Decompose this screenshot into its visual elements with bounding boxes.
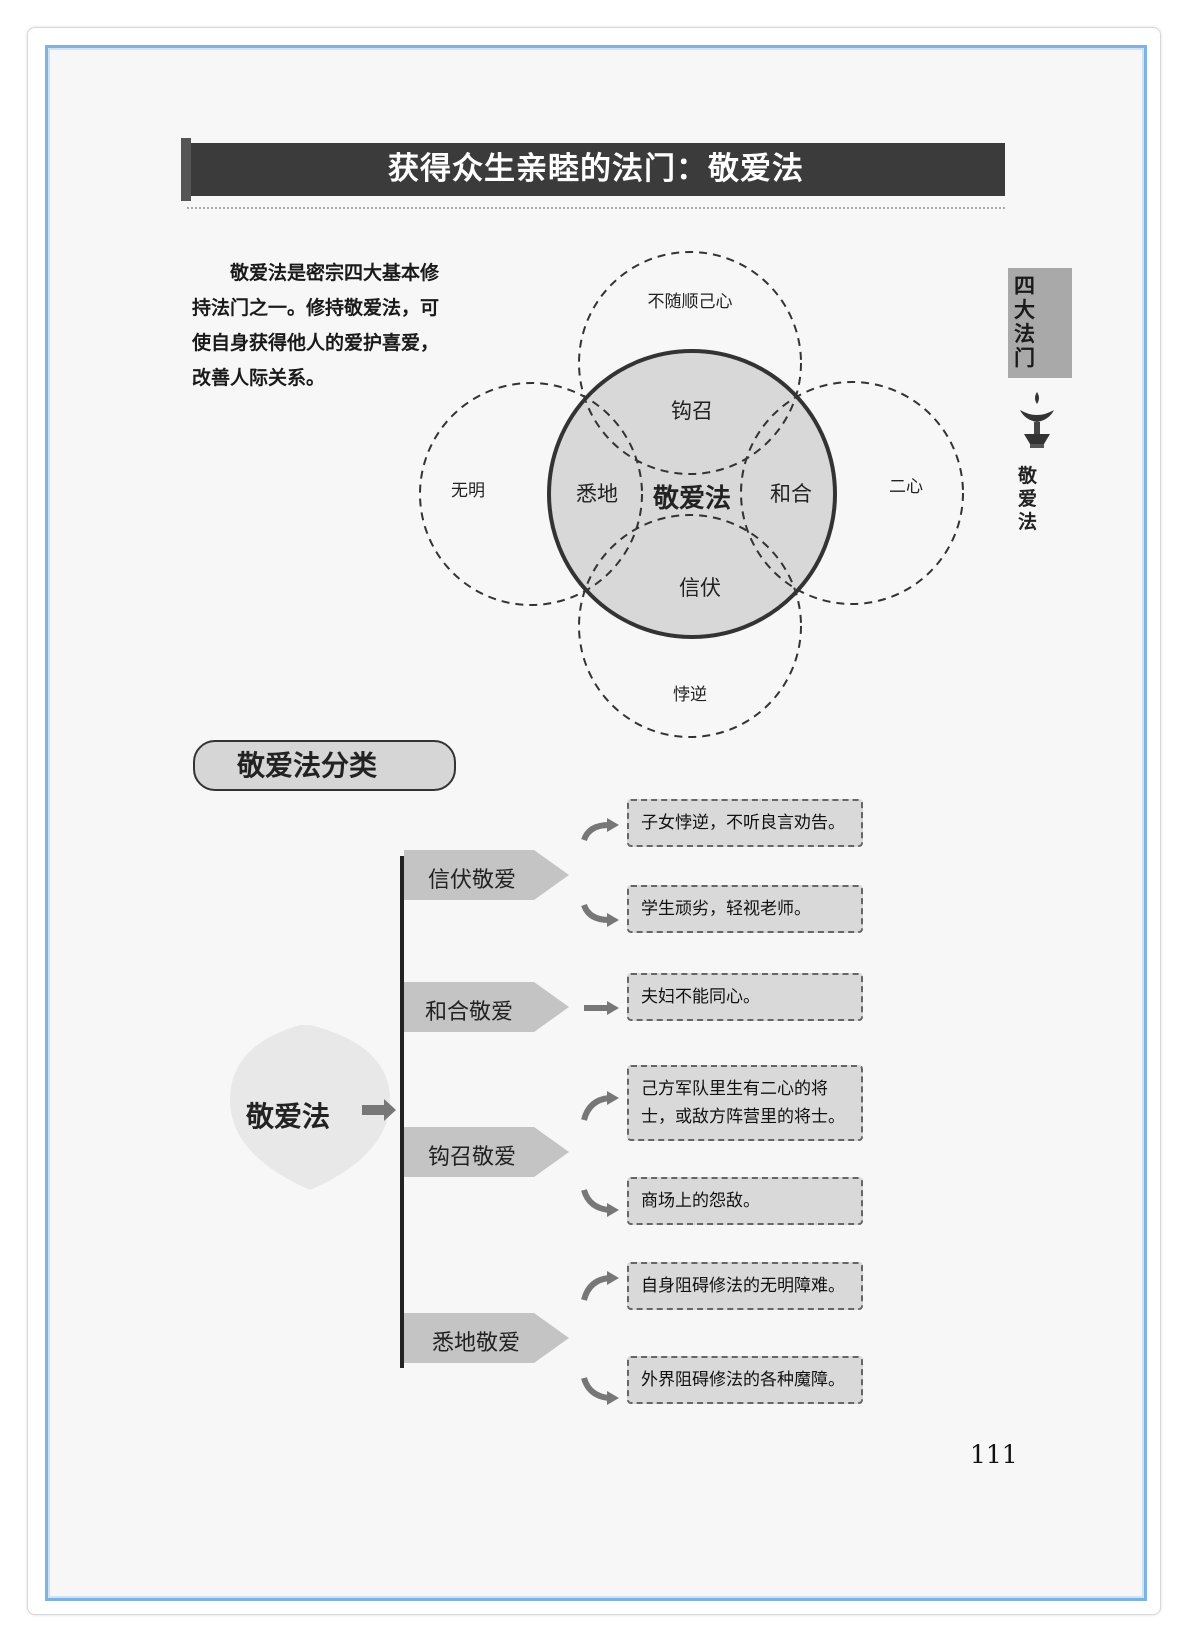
diagram-top-inner: 钩召 [671, 399, 713, 423]
item-box-5: 商场上的怨敌。 [627, 1177, 863, 1225]
root-arrow [362, 1099, 396, 1121]
item-box-3: 夫妇不能同心。 [627, 973, 863, 1021]
outer-circle-right [740, 381, 964, 605]
diagram-bottom-inner: 信伏 [679, 576, 721, 600]
category-label-2: 和合敬爱 [425, 1000, 514, 1025]
lamp-icon [1020, 392, 1054, 448]
category-shape-1 [404, 850, 569, 900]
category-shape-2 [404, 982, 569, 1032]
title-divider [187, 207, 1005, 209]
section-heading: 敬爱法分类 [193, 740, 456, 791]
intro-paragraph: 敬爱法是密宗四大基本修持法门之一。修持敬爱法，可使自身获得他人的爱护喜爱，改善人… [192, 262, 440, 389]
category-shape-4 [404, 1313, 569, 1363]
root-shape [230, 1025, 390, 1190]
diagram-bottom-outer: 悖逆 [673, 685, 707, 705]
diagram-top-outer: 不随顺己心 [648, 292, 733, 312]
item-box-1: 子女悖逆，不听良言劝告。 [627, 799, 863, 847]
item-box-4: 己方军队里生有二心的将士，或敌方阵营里的将士。 [627, 1065, 863, 1141]
side-chapter-tab: 四大法门 [1008, 268, 1072, 378]
connector-arrowheads [607, 818, 619, 1405]
item-box-6: 自身阻碍修法的无明障难。 [627, 1262, 863, 1310]
item-box-7: 外界阻碍修法的各种魔障。 [627, 1356, 863, 1404]
category-label-3: 钩召敬爱 [428, 1145, 517, 1170]
center-circle [547, 349, 837, 639]
page-title: 获得众生亲睦的法门：敬爱法 [181, 138, 1005, 201]
category-label-4: 悉地敬爱 [432, 1331, 521, 1356]
page-number: 111 [970, 1440, 1018, 1469]
connector-arrows [581, 822, 610, 1401]
side-tab-label: 四大法门 [1014, 274, 1035, 370]
diagram-center: 敬爱法 [652, 484, 731, 514]
category-shape-3 [404, 1127, 569, 1177]
diagram-right-outer: 二心 [889, 477, 923, 497]
side-section-title: 敬爱法 [1018, 465, 1038, 533]
diagram-left-outer: 无明 [451, 481, 485, 501]
diagram-left-inner: 悉地 [576, 482, 618, 506]
tree-root-label: 敬爱法 [246, 1100, 331, 1133]
diagram-right-inner: 和合 [770, 482, 812, 506]
item-box-2: 学生顽劣，轻视老师。 [627, 885, 863, 933]
category-label-1: 信伏敬爱 [428, 868, 517, 893]
